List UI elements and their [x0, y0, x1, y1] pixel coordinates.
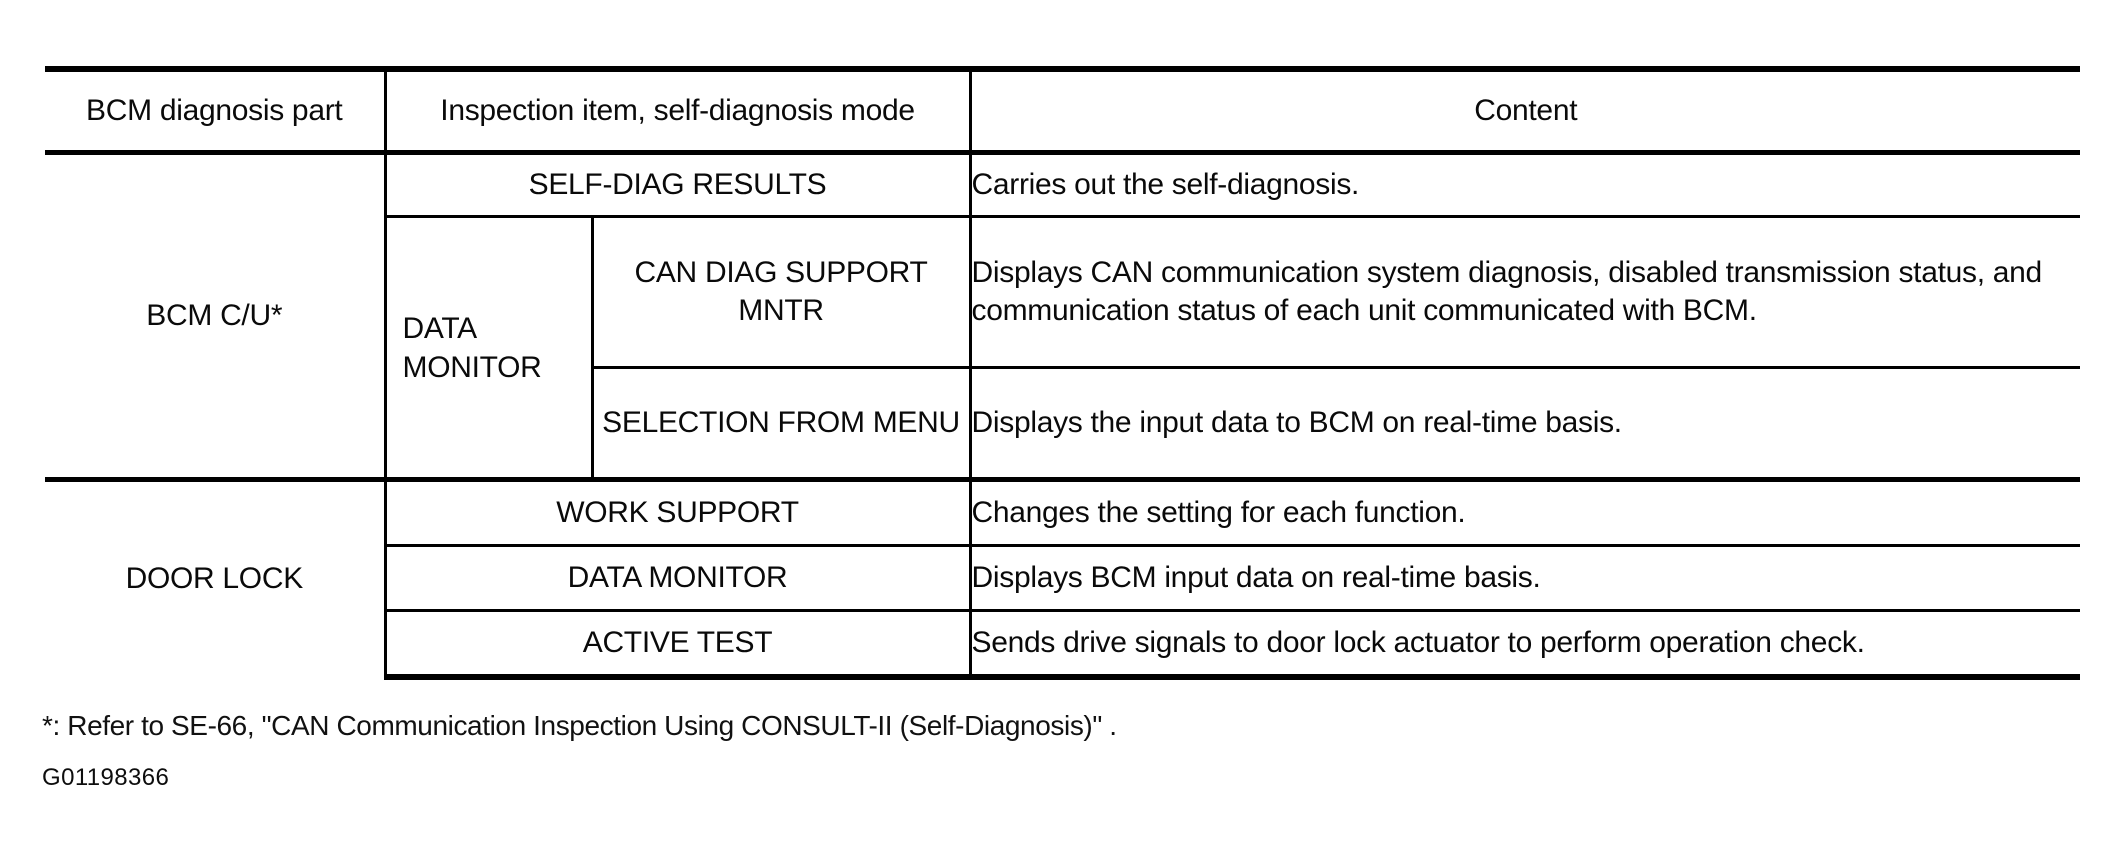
cell-part-door-lock: DOOR LOCK — [45, 477, 387, 677]
cell-content-door-lock-data-monitor: Displays BCM input data on real-time bas… — [970, 544, 2081, 611]
cell-content-self-diag-results: Carries out the self-diagnosis. — [970, 150, 2081, 217]
table-row-self-diag-results: BCM C/U* SELF-DIAG RESULTS Carries out t… — [45, 150, 2081, 480]
cell-content-work-support: Changes the setting for each function. — [970, 477, 2081, 546]
cell-submode-selection-from-menu: SELECTION FROM MENU — [592, 366, 972, 480]
cell-content-can-diag-support-mntr: Displays CAN communication system diagno… — [970, 215, 2081, 368]
cell-content-active-test: Sends drive signals to door lock actuato… — [970, 609, 2081, 680]
header-content: Content — [970, 66, 2081, 153]
table-row-active-test: ACTIVE TEST Sends drive signals to door … — [45, 609, 2081, 680]
cell-part-bcm-cu: BCM C/U* — [45, 150, 387, 480]
cell-mode-data-monitor: DATA MONITOR — [385, 215, 594, 480]
cell-content-selection-from-menu: Displays the input data to BCM on real-t… — [970, 366, 2081, 480]
figure-id-label: G01198366 — [42, 764, 170, 791]
data-monitor-label-line2: MONITOR — [402, 350, 542, 384]
footnote-text: *: Refer to SE-66, "CAN Communication In… — [42, 710, 1117, 741]
header-bcm-diagnosis-part: BCM diagnosis part — [45, 66, 387, 153]
cell-mode-door-lock-data-monitor: DATA MONITOR — [385, 544, 972, 611]
table-row-work-support: DOOR LOCK WORK SUPPORT Changes the setti… — [45, 477, 2081, 677]
cell-mode-self-diag-results: SELF-DIAG RESULTS — [385, 150, 972, 217]
data-monitor-label-line1: DATA — [402, 311, 478, 345]
bcm-diagnosis-table: BCM diagnosis part Inspection item, self… — [45, 66, 2081, 680]
header-inspection-item: Inspection item, self-diagnosis mode — [385, 66, 972, 153]
table-row-door-lock-data-monitor: DATA MONITOR Displays BCM input data on … — [45, 544, 2081, 611]
table-row-selection-from-menu: SELECTION FROM MENU Displays the input d… — [45, 366, 2081, 480]
table-header-row: BCM diagnosis part Inspection item, self… — [45, 66, 2081, 153]
cell-submode-can-diag-support-mntr: CAN DIAG SUPPORT MNTR — [592, 215, 972, 368]
cell-mode-active-test: ACTIVE TEST — [385, 609, 972, 680]
cell-mode-work-support: WORK SUPPORT — [385, 477, 972, 546]
table-row-can-diag-support-mntr: DATA MONITOR CAN DIAG SUPPORT MNTR Displ… — [45, 215, 2081, 480]
